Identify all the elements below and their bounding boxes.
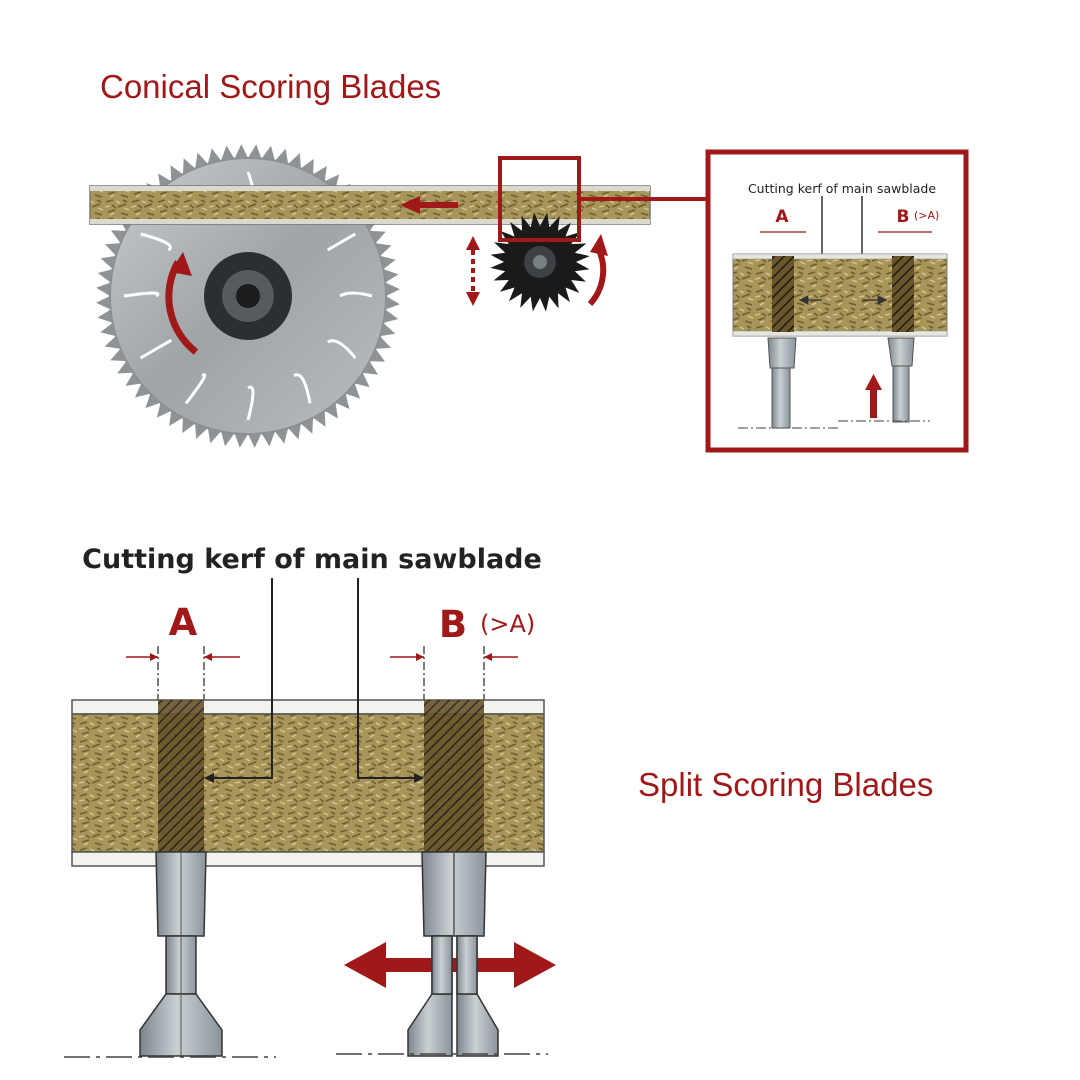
detail-label-b-note: (>A) [480, 610, 535, 638]
detail-label-b: B [439, 603, 467, 646]
detail-kerf-label: Cutting kerf of main sawblade [82, 544, 542, 575]
scoring-rotation-arrowhead [590, 234, 608, 256]
split-adjust-arrow [344, 942, 556, 988]
split-scoring-detail: Cutting kerf of main sawblade A B (>A) [64, 544, 556, 1058]
detail-label-a: A [169, 601, 198, 644]
workpiece-board-top [89, 185, 651, 225]
inset-kerf-label: Cutting kerf of main sawblade [748, 181, 936, 196]
feed-direction-arrow [400, 196, 458, 214]
inset-detail-panel: Cutting kerf of main sawblade A B (>A) [705, 149, 969, 453]
conical-scoring-title: Conical Scoring Blades [100, 68, 442, 105]
scoring-blade [490, 212, 590, 312]
inset-label-b-note: (>A) [914, 209, 939, 222]
scoring-height-arrow [466, 236, 480, 306]
main-rotation-arrowhead [170, 252, 192, 276]
split-scoring-title: Split Scoring Blades [638, 766, 934, 803]
inset-label-b: B [897, 207, 910, 227]
scoring-rotation-arrow [587, 246, 607, 307]
inset-label-a: A [775, 207, 789, 227]
main-rotation-arrow [165, 260, 199, 355]
